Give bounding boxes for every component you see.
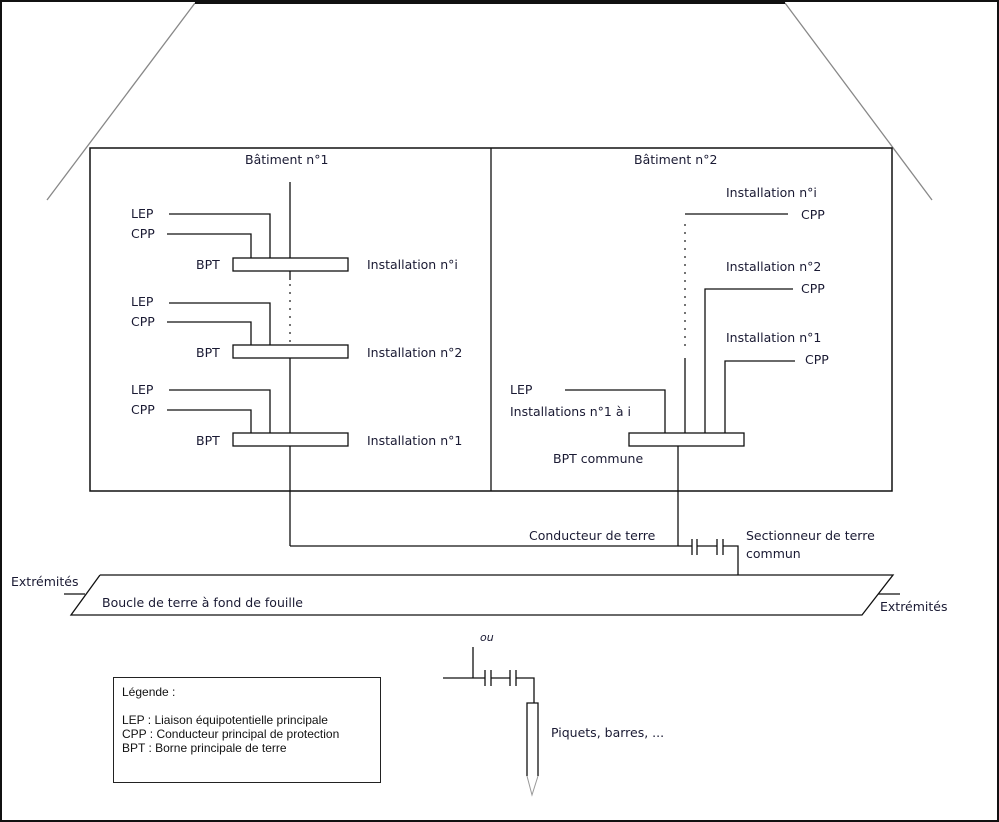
- b2-inst-1-name: Installation n°1: [726, 330, 822, 345]
- b2-inst-i-name: Installation n°i: [726, 185, 817, 200]
- b1-inst-1-lep-label: LEP: [131, 382, 154, 397]
- disconnector-label-line2: commun: [746, 546, 801, 561]
- b1-inst-1-bpt-label: BPT: [196, 433, 220, 448]
- ground-loop: [64, 574, 900, 616]
- bpt-bar-b1-inst-1: [232, 432, 349, 447]
- b2-lep-label: LEP: [510, 382, 533, 397]
- disconnector-label: Sectionneur de terre: [746, 528, 875, 543]
- b1-inst-i-cpp-label: CPP: [131, 226, 155, 241]
- b1-inst-1-name: Installation n°1: [367, 433, 463, 448]
- roof: [46, 2, 933, 201]
- legend-item-lep: LEP : Liaison équipotentielle principale: [122, 713, 328, 727]
- rod-tip: [526, 775, 539, 797]
- legend-title: Légende :: [122, 685, 176, 699]
- building2-dots: [684, 224, 686, 346]
- building1-wiring: [167, 182, 678, 547]
- b1-inst-2-bpt-label: BPT: [196, 345, 220, 360]
- b1-inst-2-lep-label: LEP: [131, 294, 154, 309]
- disconnector-symbol: [678, 539, 739, 575]
- building1-title: Bâtiment n°1: [245, 152, 329, 167]
- b1-inst-2-name: Installation n°2: [367, 345, 463, 360]
- earth-conductor-label: Conducteur de terre: [529, 528, 656, 543]
- b2-inst-2-cpp-label: CPP: [801, 281, 825, 296]
- alternative-label: ou: [480, 631, 494, 644]
- rods-label: Piquets, barres, ...: [551, 725, 665, 740]
- b2-inst-2-name: Installation n°2: [726, 259, 822, 274]
- rod-alternative: [443, 647, 539, 776]
- bpt-bar-b1-inst-2: [232, 344, 349, 359]
- bpt-commune-bar: [628, 432, 745, 447]
- legend-box: Légende : LEP : Liaison équipotentielle …: [113, 677, 381, 783]
- b2-lep-scope-label: Installations n°1 à i: [510, 404, 631, 419]
- b1-inst-1-cpp-label: CPP: [131, 402, 155, 417]
- building2-wiring: [565, 213, 795, 546]
- b1-inst-i-name: Installation n°i: [367, 257, 458, 272]
- b1-inst-i-bpt-label: BPT: [196, 257, 220, 272]
- ends-right-label: Extrémités: [880, 599, 948, 614]
- b2-inst-i-cpp-label: CPP: [801, 207, 825, 222]
- b1-inst-2-cpp-label: CPP: [131, 314, 155, 329]
- building2-title: Bâtiment n°2: [634, 152, 718, 167]
- legend-item-cpp: CPP : Conducteur principal de protection: [122, 727, 340, 741]
- ground-loop-label: Boucle de terre à fond de fouille: [102, 595, 303, 610]
- b1-inst-i-lep-label: LEP: [131, 206, 154, 221]
- ends-left-label: Extrémités: [11, 574, 79, 589]
- legend-item-bpt: BPT : Borne principale de terre: [122, 741, 287, 755]
- bpt-bar-b1-inst-i: [232, 257, 349, 272]
- b2-bpt-commune-label: BPT commune: [553, 451, 644, 466]
- building1-dots: [289, 284, 291, 342]
- b2-inst-1-cpp-label: CPP: [805, 352, 829, 367]
